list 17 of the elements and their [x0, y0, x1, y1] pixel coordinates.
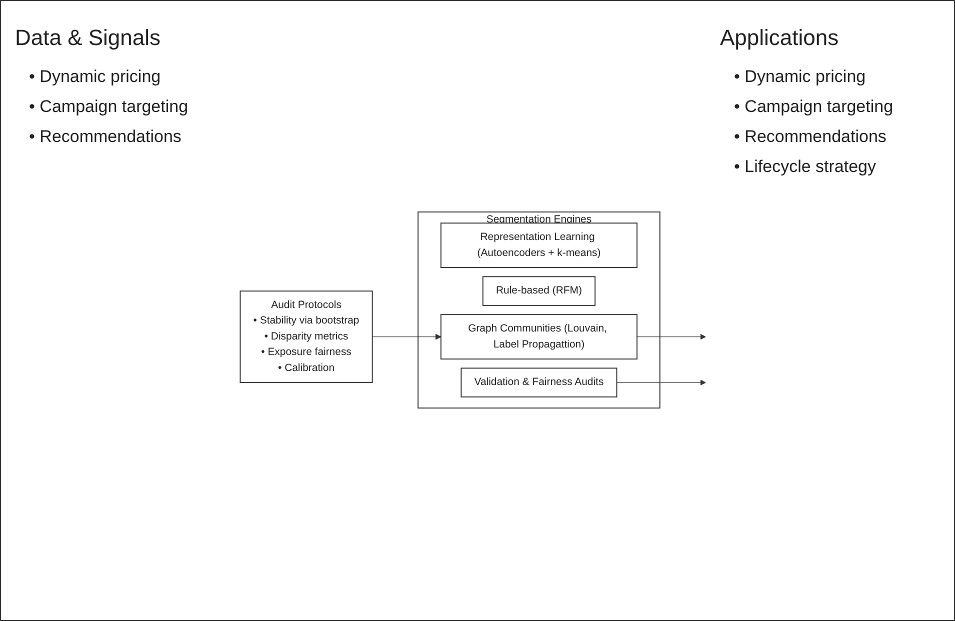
- arrow: [636, 334, 706, 340]
- arrow: [616, 380, 706, 386]
- process-box: Representation Learning (Autoencoders + k-means): [440, 222, 638, 268]
- list-item: • Campaign targeting: [29, 97, 190, 117]
- list-item: • Dynamic pricing: [734, 67, 867, 87]
- list-item: • Campaign targeting: [734, 97, 894, 117]
- column-heading: Data & Signals: [15, 25, 162, 51]
- list-item: • Recommendations: [734, 127, 888, 147]
- list-item: • Lifecycle strategy: [734, 157, 878, 177]
- arrow: [372, 334, 442, 340]
- process-box: Rule-based (RFM): [482, 276, 596, 306]
- column-heading: Applications: [720, 25, 840, 51]
- process-box: Validation & Fairness Audits: [460, 368, 618, 398]
- list-item: • Recommendations: [29, 127, 182, 147]
- process-box: Graph Communities (Louvain, Label Propagattion): [440, 314, 638, 360]
- list-item: • Dynamic pricing: [29, 67, 162, 87]
- protocol-box: Audit Protocols • Stability via bootstrap • Disparity metrics • Exposure fairness • Calibration: [240, 290, 373, 384]
